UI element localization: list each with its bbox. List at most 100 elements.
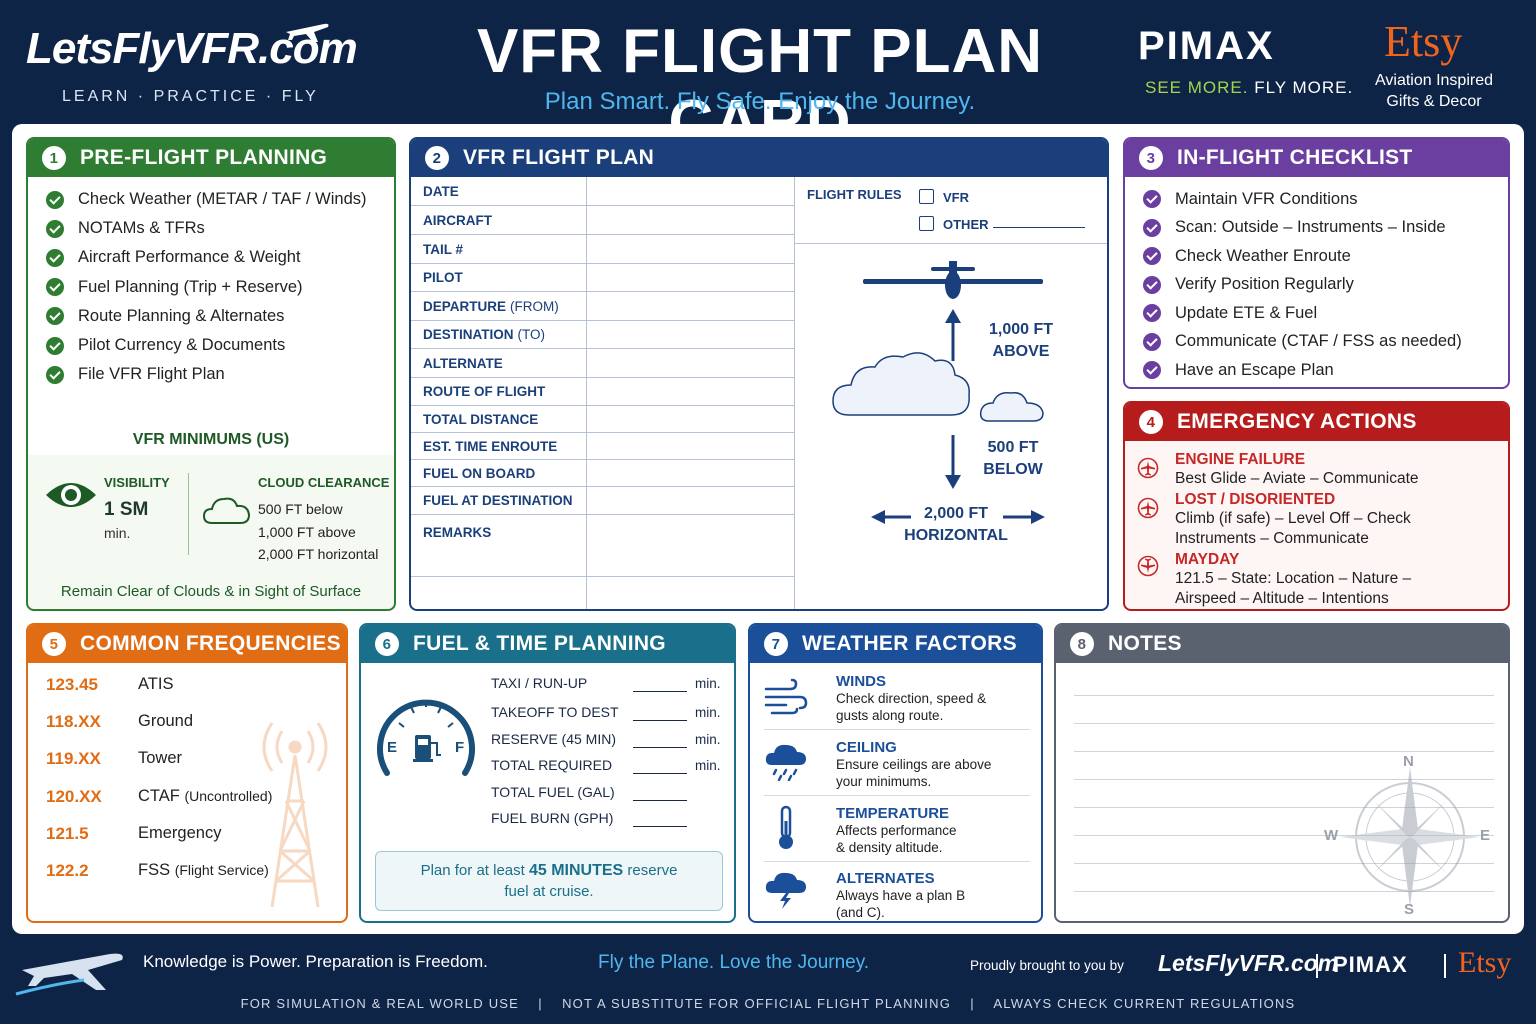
- field-label-text: PILOT: [423, 270, 463, 285]
- check-icon: [46, 190, 64, 209]
- section-number: 6: [375, 632, 399, 656]
- cloud-clearance-line: 1,000 FT above: [258, 524, 356, 540]
- note-line[interactable]: [1074, 751, 1494, 752]
- fuel-row-unit: min.: [695, 705, 721, 720]
- eye-icon: [46, 483, 96, 507]
- other-checkbox[interactable]: [919, 216, 934, 231]
- fuel-row-input[interactable]: [633, 826, 687, 827]
- fuel-row-input[interactable]: [633, 773, 687, 774]
- frequency-value: 120.XX: [46, 787, 102, 806]
- note-line[interactable]: [1074, 863, 1494, 864]
- checklist-label: Maintain VFR Conditions: [1175, 189, 1358, 208]
- below-text: BELOW: [983, 461, 1043, 478]
- fuel-row-input[interactable]: [633, 800, 687, 801]
- section-number: 5: [42, 632, 66, 656]
- flight-plan-field-input[interactable]: [587, 177, 794, 205]
- field-label-text: DESTINATION: [423, 327, 514, 342]
- frequencies-title: COMMON FREQUENCIES: [80, 632, 341, 655]
- compass-rose-icon: [1340, 767, 1480, 907]
- rain-cloud-icon: [765, 744, 806, 781]
- field-label-suffix: (FROM): [510, 298, 559, 314]
- etsy-logo: Etsy: [1384, 17, 1463, 66]
- vfr-label: VFR: [943, 190, 969, 205]
- footer-airplane-icon: [15, 953, 123, 996]
- flight-plan-row: EST. TIME ENROUTE: [411, 433, 794, 460]
- note-line[interactable]: [1074, 807, 1494, 808]
- reserve-note-a: Plan for at least: [420, 862, 529, 879]
- checklist-item: Check Weather Enroute: [1143, 242, 1508, 271]
- flight-plan-field-input[interactable]: [587, 460, 794, 486]
- flight-plan-field-input[interactable]: [587, 406, 794, 432]
- arrow-left-icon: [871, 510, 911, 524]
- horizontal-text: HORIZONTAL: [904, 527, 1008, 544]
- flight-plan-field-input[interactable]: [587, 264, 794, 291]
- fuel-row-input[interactable]: [633, 691, 687, 692]
- flight-plan-field-input[interactable]: [587, 433, 794, 459]
- frequency-value: 121.5: [46, 824, 89, 843]
- frequency-label: ATIS: [138, 675, 174, 693]
- flight-plan-field-input[interactable]: [587, 235, 794, 263]
- checklist-label: Pilot Currency & Documents: [78, 336, 286, 355]
- preflight-list: Check Weather (METAR / TAF / Winds) NOTA…: [28, 177, 394, 455]
- weather-heading: CEILING: [836, 739, 897, 756]
- flight-plan-field-input[interactable]: [587, 349, 794, 377]
- fuel-gauge-icon: [377, 699, 475, 776]
- weather-heading: WINDS: [836, 673, 886, 690]
- checklist-item: Route Planning & Alternates: [46, 302, 394, 331]
- check-icon: [46, 219, 64, 238]
- fuel-row-label: RESERVE (45 MIN): [491, 731, 616, 747]
- field-label-suffix: (TO): [517, 327, 546, 342]
- horizontal-value: 2,000 FT: [923, 505, 989, 522]
- flight-plan-field-label: FUEL ON BOARD: [411, 460, 587, 486]
- checklist-label: Route Planning & Alternates: [78, 306, 285, 325]
- field-label-text: TOTAL DISTANCE: [423, 411, 539, 427]
- note-line[interactable]: [1074, 723, 1494, 724]
- flight-plan-field-label: AIRCRAFT: [411, 206, 587, 234]
- flight-plan-row: FUEL AT DESTINATION: [411, 487, 794, 515]
- airplane-icon: [863, 261, 1043, 299]
- flight-plan-field-input[interactable]: [587, 206, 794, 234]
- visibility-value: 1 SM: [104, 499, 149, 520]
- frequency-label: Ground: [138, 712, 194, 730]
- check-icon: [1143, 218, 1161, 237]
- remain-clear-text: Remain Clear of Clouds & in Sight of Sur…: [60, 583, 362, 600]
- flight-plan-field-input[interactable]: [587, 577, 794, 609]
- divider: [188, 473, 189, 555]
- flight-plan-field-label: DATE: [411, 177, 587, 205]
- flight-plan-field-input[interactable]: [587, 321, 794, 348]
- frequency-label: CTAF: [138, 787, 180, 805]
- note-line[interactable]: [1074, 779, 1494, 780]
- fuel-row-input[interactable]: [633, 747, 687, 748]
- fuel-row-label: TOTAL FUEL (GAL): [491, 784, 615, 800]
- flight-plan-field-label: EST. TIME ENROUTE: [411, 433, 587, 459]
- other-input-line[interactable]: [993, 227, 1085, 228]
- flight-plan-row: REMARKS: [411, 515, 794, 577]
- checklist-item: Pilot Currency & Documents: [46, 331, 394, 360]
- flight-plan-field-input[interactable]: [587, 292, 794, 320]
- section-number: 3: [1139, 146, 1163, 170]
- preflight-title: PRE-FLIGHT PLANNING: [80, 146, 328, 169]
- frequency-name: Emergency: [138, 824, 221, 843]
- flight-plan-field-input[interactable]: [587, 378, 794, 405]
- field-label-text: ALTERNATE: [423, 355, 503, 371]
- reserve-note-c: reserve: [623, 862, 678, 879]
- vfr-checkbox[interactable]: [919, 189, 934, 204]
- reserve-note-d: fuel at cruise.: [504, 883, 594, 900]
- flight-plan-field-label: ROUTE OF FLIGHT: [411, 378, 587, 405]
- note-line[interactable]: [1074, 835, 1494, 836]
- flight-plan-field-input[interactable]: [587, 515, 794, 576]
- flight-plan-field-input[interactable]: [587, 487, 794, 514]
- fuel-row-input[interactable]: [633, 720, 687, 721]
- divider: [764, 795, 1030, 796]
- note-line[interactable]: [1074, 891, 1494, 892]
- check-icon: [46, 336, 64, 355]
- frequencies-header: 5 COMMON FREQUENCIES: [28, 625, 346, 663]
- airplane-icon: [286, 23, 329, 42]
- compass-south: S: [1404, 901, 1415, 918]
- note-line[interactable]: [1074, 695, 1494, 696]
